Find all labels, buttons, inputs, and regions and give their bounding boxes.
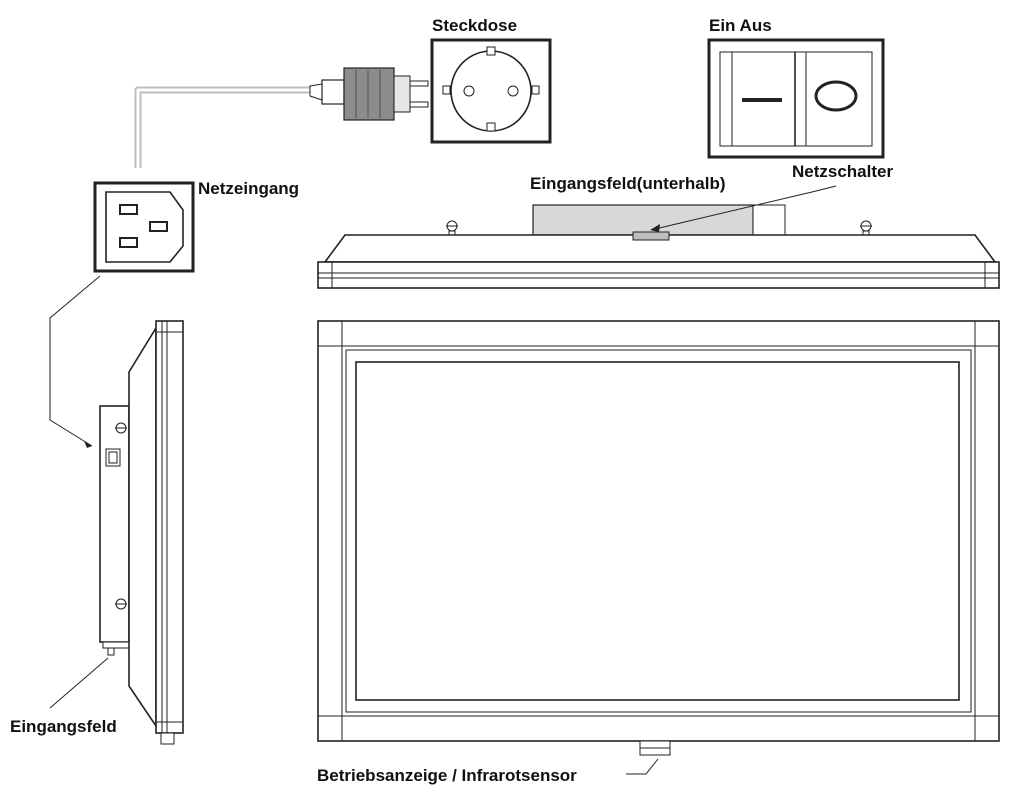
switch-label: Ein Aus xyxy=(709,16,772,35)
off-symbol-icon xyxy=(814,80,858,112)
input-panel-label: Eingangsfeld xyxy=(10,717,117,736)
rocker-switch: Ein Aus xyxy=(707,16,885,159)
indicator-sensor-leader xyxy=(626,758,659,775)
power-switch-leader xyxy=(654,185,837,230)
socket-label: Steckdose xyxy=(432,16,517,35)
power-cable xyxy=(134,83,323,168)
indicator-sensor-label: Betriebsanzeige / Infrarotsensor xyxy=(317,766,577,785)
input-panel-leader xyxy=(49,657,109,709)
plug-icon xyxy=(321,67,429,121)
arrow-head-icon xyxy=(84,441,92,448)
power-inlet: Netzeingang xyxy=(93,179,299,273)
power-input-leader xyxy=(49,275,101,447)
monitor-side-view xyxy=(99,320,184,745)
input-panel-below-label: Eingangsfeld(unterhalb) xyxy=(530,174,726,193)
monitor-top-view xyxy=(317,204,1000,289)
power-switch-label: Netzschalter xyxy=(792,162,893,181)
arrow-head-icon xyxy=(650,224,660,232)
monitor-front-view xyxy=(317,320,1000,756)
socket: Steckdose xyxy=(430,16,552,144)
power-input-label: Netzeingang xyxy=(198,179,299,198)
display-screen xyxy=(355,361,960,701)
